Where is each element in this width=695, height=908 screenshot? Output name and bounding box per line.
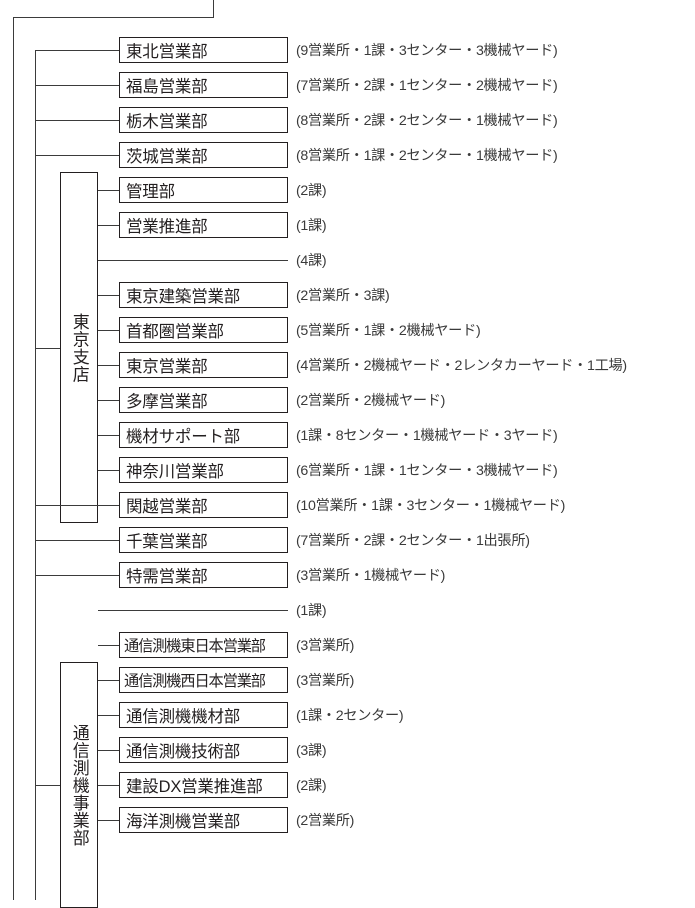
org-node[interactable]: 千葉営業部 (119, 527, 288, 553)
org-node[interactable]: 海洋測機営業部 (119, 807, 288, 833)
node-annotation: (2課) (296, 183, 327, 199)
connector-line (98, 190, 119, 191)
node-annotation: (1課・2センター) (296, 708, 404, 724)
connector-line (35, 575, 119, 576)
org-node[interactable]: 通信測機東日本営業部 (119, 632, 288, 658)
node-annotation: (1課) (296, 603, 327, 619)
node-annotation: (8営業所・2課・2センター・1機械ヤード) (296, 113, 558, 129)
org-node[interactable]: 管理部 (119, 177, 288, 203)
org-node[interactable]: 関越営業部 (119, 492, 288, 518)
connector-line (35, 540, 119, 541)
connector-line (98, 225, 119, 226)
node-annotation: (1課・8センター・1機械ヤード・3ヤード) (296, 428, 558, 444)
connector-line (98, 400, 119, 401)
node-annotation: (6営業所・1課・1センター・3機械ヤード) (296, 463, 558, 479)
node-annotation: (4営業所・2機械ヤード・2レンタカーヤード・1工場) (296, 358, 627, 374)
connector-line (98, 680, 119, 681)
node-annotation: (8営業所・1課・2センター・1機械ヤード) (296, 148, 558, 164)
main-spine (13, 17, 14, 900)
node-annotation: (4課) (296, 253, 327, 269)
group-box-tokyo-branch: 東京支店 (60, 172, 98, 523)
org-rule-row (98, 260, 288, 261)
node-annotation: (2営業所) (296, 813, 355, 829)
connector-line (98, 750, 119, 751)
org-node[interactable]: 営業推進部 (119, 212, 288, 238)
connector-line (98, 715, 119, 716)
group-label: 通信測機事業部 (69, 723, 89, 847)
org-node[interactable]: 建設DX営業推進部 (119, 772, 288, 798)
connector-line (35, 85, 119, 86)
org-node[interactable]: 神奈川営業部 (119, 457, 288, 483)
org-node[interactable]: 通信測機機材部 (119, 702, 288, 728)
node-annotation: (7営業所・2課・2センター・1出張所) (296, 533, 530, 549)
org-node[interactable]: 東京営業部 (119, 352, 288, 378)
connector-line (35, 50, 119, 51)
org-node[interactable]: 通信測機技術部 (119, 737, 288, 763)
org-node[interactable]: 福島営業部 (119, 72, 288, 98)
connector-line (98, 785, 119, 786)
org-node[interactable]: 東北営業部 (119, 37, 288, 63)
connector-line (98, 330, 119, 331)
org-node[interactable]: 特需営業部 (119, 562, 288, 588)
node-annotation: (3営業所) (296, 638, 355, 654)
node-annotation: (1課) (296, 218, 327, 234)
connector-line (98, 470, 119, 471)
node-annotation: (5営業所・1課・2機械ヤード) (296, 323, 481, 339)
connector-line (98, 820, 119, 821)
node-annotation: (3課) (296, 743, 327, 759)
org-rule-row (98, 610, 288, 611)
org-node[interactable]: 首都圏営業部 (119, 317, 288, 343)
node-annotation: (2営業所・3課) (296, 288, 390, 304)
sub-spine (35, 50, 36, 900)
group-feeder-line (35, 785, 60, 786)
org-node[interactable]: 栃木営業部 (119, 107, 288, 133)
connector-line (98, 645, 119, 646)
org-node[interactable]: 通信測機西日本営業部 (119, 667, 288, 693)
node-annotation: (2営業所・2機械ヤード) (296, 393, 446, 409)
org-node[interactable]: 機材サポート部 (119, 422, 288, 448)
parent-drop-line (213, 0, 214, 18)
group-label: 東京支店 (69, 312, 89, 383)
connector-line (35, 505, 119, 506)
connector-line (98, 295, 119, 296)
node-annotation: (7営業所・2課・1センター・2機械ヤード) (296, 78, 558, 94)
node-annotation: (10営業所・1課・3センター・1機械ヤード) (296, 498, 566, 514)
parent-turn-line (13, 17, 214, 18)
connector-line (35, 155, 119, 156)
connector-line (98, 365, 119, 366)
org-node[interactable]: 茨城営業部 (119, 142, 288, 168)
node-annotation: (3営業所) (296, 673, 355, 689)
node-annotation: (9営業所・1課・3センター・3機械ヤード) (296, 43, 558, 59)
connector-line (98, 435, 119, 436)
connector-line (35, 120, 119, 121)
org-node[interactable]: 東京建築営業部 (119, 282, 288, 308)
node-annotation: (2課) (296, 778, 327, 794)
group-box-telecom-division: 通信測機事業部 (60, 662, 98, 908)
group-feeder-line (35, 348, 60, 349)
node-annotation: (3営業所・1機械ヤード) (296, 568, 446, 584)
org-node[interactable]: 多摩営業部 (119, 387, 288, 413)
